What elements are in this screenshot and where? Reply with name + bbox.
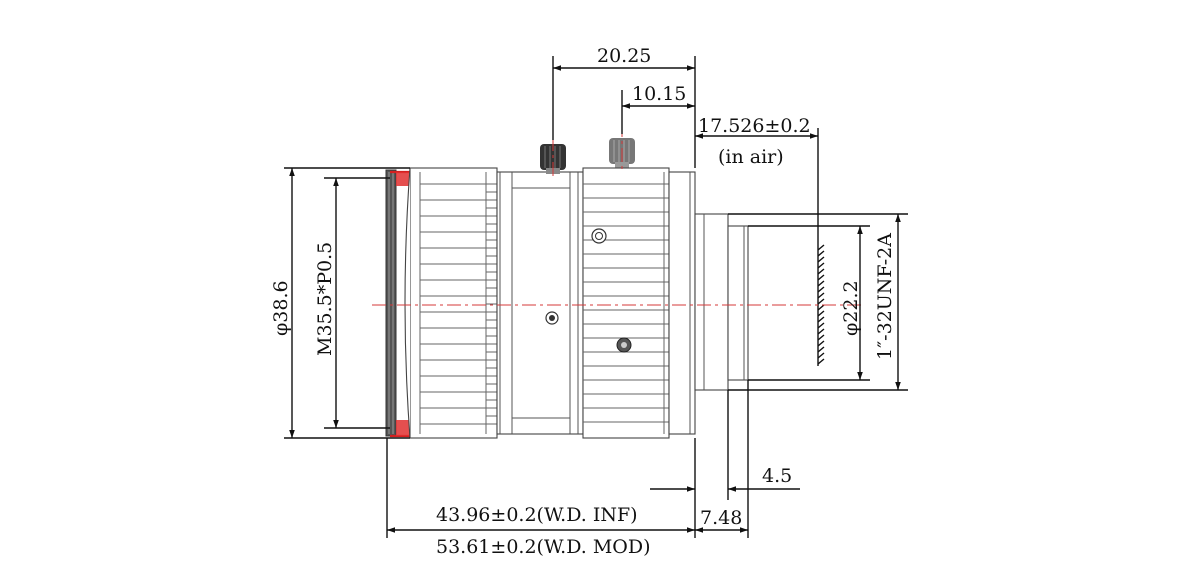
dim-filter-thread-label: M35.5*P0.5	[314, 242, 336, 356]
dim-mount-length: 7.48	[695, 507, 748, 533]
dim-flange-back-label: 17.526±0.2	[698, 115, 811, 137]
dim-outer-diameter: φ38.6	[270, 167, 410, 439]
dim-image-diameter-label: φ22.2	[840, 280, 862, 336]
dim-flange-back-note: (in air)	[718, 146, 784, 168]
dim-top-inner-label: 10.15	[632, 83, 686, 105]
middle-barrel	[496, 171, 584, 435]
lens-body	[372, 62, 862, 439]
iris-ring	[582, 167, 670, 439]
dim-mount-length-label: 7.48	[700, 507, 742, 529]
dim-length-mod-label: 53.61±0.2(W.D. MOD)	[436, 536, 651, 558]
dim-mount-depth-label: 4.5	[762, 465, 792, 487]
aperture-mark-icon	[591, 228, 607, 244]
dim-top-width-label: 20.25	[597, 45, 651, 67]
image-plane	[817, 244, 825, 366]
dim-image-diameter: φ22.2	[748, 225, 870, 381]
dim-total-length: 43.96±0.2(W.D. INF) 53.61±0.2(W.D. MOD)	[386, 438, 695, 558]
focus-ring	[404, 167, 498, 439]
dim-mount-thread-label: 1″-32UNF-2A	[874, 233, 896, 360]
dim-outer-diameter-label: φ38.6	[270, 280, 292, 336]
dim-top-width: 20.25	[552, 45, 696, 168]
dim-length-inf-label: 43.96±0.2(W.D. INF)	[436, 504, 638, 526]
dim-top-inner: 10.15	[621, 83, 695, 134]
rear-barrel	[668, 171, 696, 435]
c-mount	[694, 213, 749, 391]
dim-mount-thread: 1″-32UNF-2A	[728, 213, 908, 391]
dim-flange-back: 17.526±0.2 (in air)	[695, 115, 819, 246]
dim-mount-depth: 4.5	[650, 380, 800, 538]
dim-filter-thread: M35.5*P0.5	[314, 177, 390, 429]
